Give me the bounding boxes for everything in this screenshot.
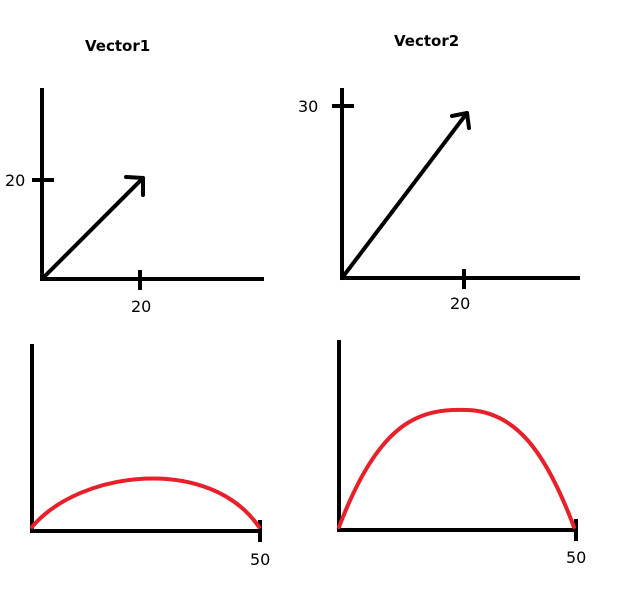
- panel-trajectory-2: 50: [337, 340, 586, 567]
- vector1-x-tick-label: 20: [131, 297, 151, 316]
- vector1-y-tick-label: 20: [5, 171, 25, 190]
- vector1-title: Vector1: [85, 37, 150, 55]
- panel-trajectory-1: 50: [30, 344, 270, 569]
- panel-vector1: Vector1 20 20: [5, 37, 264, 316]
- vector2-x-tick-label: 20: [450, 294, 470, 313]
- vector1-arrowhead: [124, 175, 145, 197]
- panel-vector2: Vector2 30 20: [298, 32, 580, 313]
- vector2-arrow-shaft: [340, 111, 469, 280]
- vector2-title: Vector2: [394, 32, 459, 50]
- vector1-arrow-shaft: [40, 176, 145, 281]
- trajectory2-x-tick-label: 50: [566, 548, 586, 567]
- trajectory1-curve: [30, 476, 261, 529]
- vector2-arrowhead: [450, 111, 471, 130]
- vector2-y-tick-label: 30: [298, 97, 318, 116]
- trajectory2-curve: [337, 407, 576, 529]
- trajectory1-x-tick-label: 50: [250, 550, 270, 569]
